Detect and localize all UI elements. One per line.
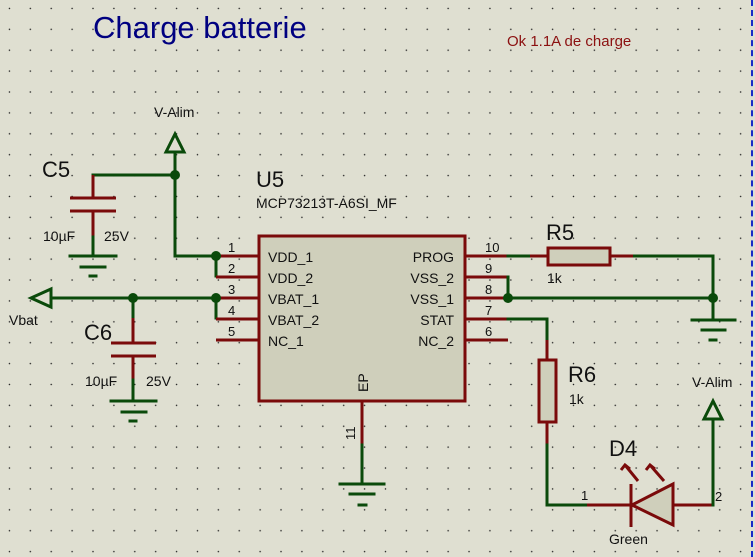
valim-top-label: V-Alim [154,104,194,120]
pin-number: 11 [343,427,358,441]
junction-dot [708,293,718,303]
ground-ep [338,443,386,507]
r6-ref: R6 [568,362,596,387]
d4-ref: D4 [609,436,637,461]
led-d4[interactable]: D4 1 2 Green [581,436,722,547]
pin-number: 7 [485,303,492,318]
vbat-label: Vbat [9,312,38,328]
capacitor-c6[interactable]: C6 10µF 25V [84,296,172,423]
pin-number: 6 [485,324,492,339]
junction-dot [211,251,221,261]
pin-name: EP [355,373,371,392]
c6-ref: C6 [84,320,112,345]
charge-note: Ok 1.1A de charge [507,33,631,50]
junctions [128,170,718,303]
pin-number: 2 [715,489,722,504]
pin-name: VSS_1 [410,291,454,307]
pin-name: VDD_1 [268,249,313,265]
pin-number: 9 [485,261,492,276]
valim-top-terminal[interactable]: V-Alim [154,104,194,154]
pin-number: 2 [228,261,235,276]
pin-name: VSS_2 [410,270,454,286]
pin-name: STAT [420,312,454,328]
r6-value: 1k [569,391,585,407]
capacitor-c5[interactable]: C5 10µF 25V [42,157,130,278]
r5-ref: R5 [546,220,574,245]
wire-vss[interactable] [506,275,715,300]
pin-name: VBAT_1 [268,291,319,307]
ic-u5[interactable]: U5 MCP73213T-A6SI_MF 1 2 3 4 5 VDD_1 VDD… [216,167,508,445]
u5-ref: U5 [256,167,284,192]
pin-number: 1 [228,240,235,255]
resistor-r5[interactable]: R5 1k [530,220,633,286]
power-arrow-icon [701,397,725,421]
c5-value: 10µF [43,228,75,244]
pin-name: NC_1 [268,333,304,349]
pin-number: 5 [228,324,235,339]
c6-value: 10µF [85,373,117,389]
c6-voltage: 25V [146,373,172,389]
ground-right [690,318,737,342]
power-arrow-icon [163,130,187,154]
vbat-terminal[interactable]: Vbat [9,286,53,328]
junction-dot [503,293,513,303]
wire-valim[interactable] [173,150,218,258]
r5-value: 1k [547,270,563,286]
c5-voltage: 25V [104,228,130,244]
resistor-r6[interactable]: R6 1k [537,340,596,445]
pin-number: 10 [485,240,499,255]
terminal-arrow-icon [27,286,53,310]
pin-number: 8 [485,282,492,297]
pin-name: PROG [413,249,454,265]
pin-name: VBAT_2 [268,312,319,328]
pin-number: 4 [228,303,235,318]
junction-dot [170,170,180,180]
junction-dot [128,293,138,303]
c5-ref: C5 [42,157,70,182]
sheet-title: Charge batterie [93,10,307,45]
d4-value: Green [609,531,648,547]
pin-name: VDD_2 [268,270,313,286]
sheet-border [751,0,753,557]
valim-right-terminal[interactable]: V-Alim [692,374,732,421]
valim-right-label: V-Alim [692,374,732,390]
light-emission-icon [619,462,666,482]
junction-dot [211,293,221,303]
wire-r6-d4[interactable] [545,443,589,507]
pin-name: NC_2 [418,333,454,349]
u5-part: MCP73213T-A6SI_MF [256,195,397,211]
pin-number: 3 [228,282,235,297]
pin-number: 1 [581,488,588,503]
wire-r5-gnd[interactable] [631,254,715,322]
wire-stat[interactable] [506,317,549,342]
